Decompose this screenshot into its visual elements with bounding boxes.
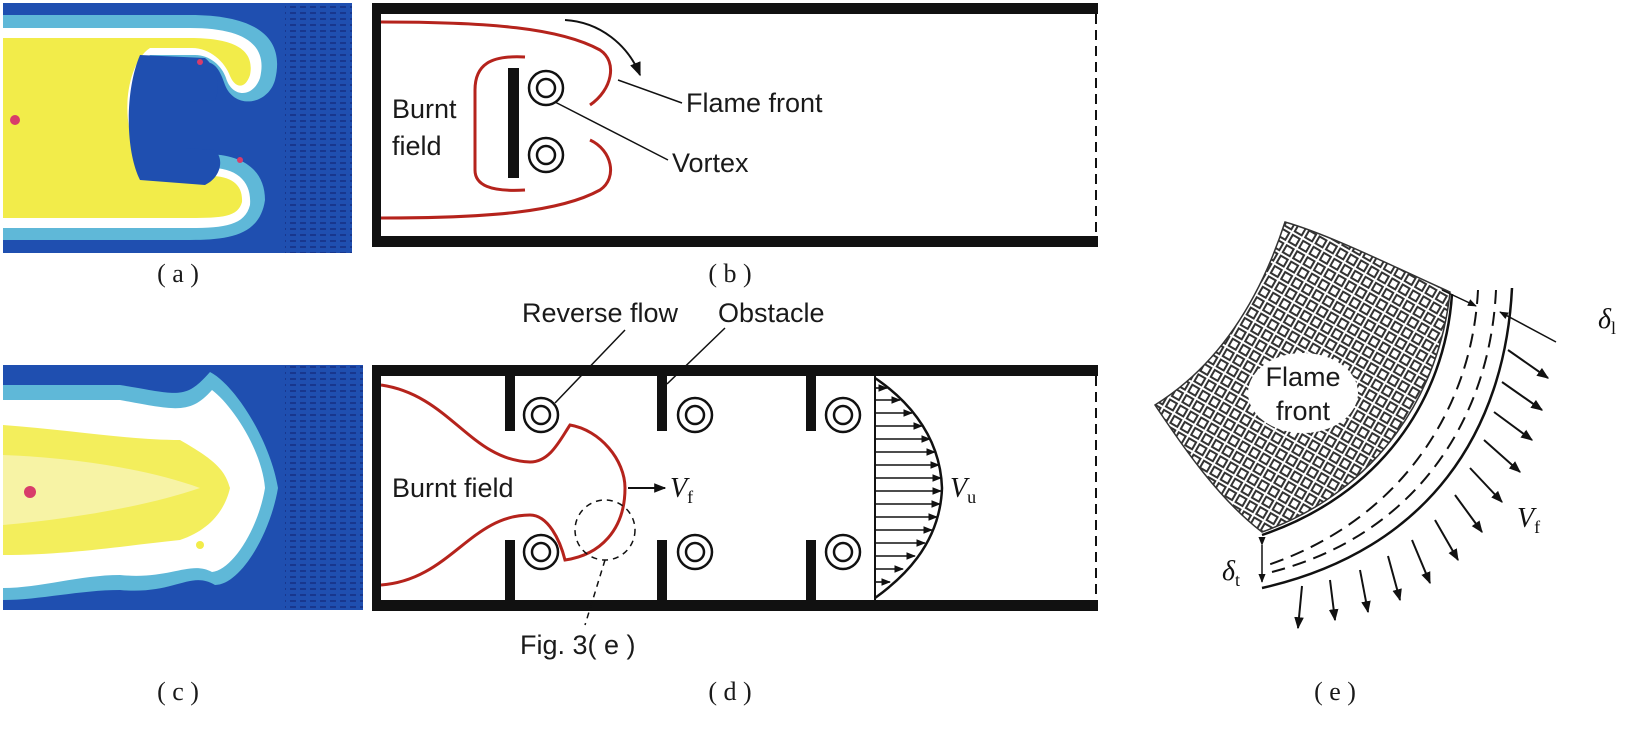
panel-d-obstacle-leader xyxy=(666,327,726,385)
panel-e-caption: ( e ) xyxy=(1314,677,1356,706)
panel-b-obstacle xyxy=(508,68,519,178)
panel-a-caption: ( a ) xyxy=(157,259,199,288)
panel-b-vortex-bottom xyxy=(527,136,565,174)
panel-e-delta-t-label: δt xyxy=(1222,556,1240,590)
panel-c-photo xyxy=(3,365,363,610)
panel-e-delta-t-symbol: δ xyxy=(1222,556,1236,587)
panel-d-detail-circle xyxy=(574,499,636,561)
panel-e-delta-t-subscript: t xyxy=(1235,570,1240,590)
panel-d-flame-front xyxy=(380,383,627,587)
panel-d-velocity-profile xyxy=(874,376,944,600)
panel-e-vf-label: Vf xyxy=(1517,503,1540,537)
panel-e-delta-l-label: δl xyxy=(1598,304,1616,338)
panel-d-obstacles xyxy=(505,376,816,600)
panel-b-flame-front-label: Flame front xyxy=(686,88,823,118)
panel-d-burnt-field-label: Burnt field xyxy=(392,473,514,503)
panel-d-vf-subscript: f xyxy=(687,487,693,507)
panel-e-flame-label-1: Flame xyxy=(1265,362,1340,392)
panel-e-label-backdrop xyxy=(1248,353,1358,433)
panel-e-delta-l-subscript: l xyxy=(1611,318,1616,338)
panel-d-vf-symbol: V xyxy=(670,473,690,504)
panel-b-vortex-top xyxy=(527,69,565,107)
panel-d-channel xyxy=(372,365,1098,611)
panel-d-reverse-flow-label: Reverse flow xyxy=(522,298,679,328)
panel-c-caption: ( c ) xyxy=(157,677,199,706)
panel-e-flame-label-2: front xyxy=(1276,396,1331,426)
panel-e-vf-symbol: V xyxy=(1517,503,1537,534)
panel-d-vortices xyxy=(522,396,862,571)
panel-d-vu-symbol: V xyxy=(950,473,970,504)
panel-d-vf-label: Vf xyxy=(670,473,693,507)
panel-b-caption: ( b ) xyxy=(708,259,751,288)
panel-b-burnt-label-2: field xyxy=(392,131,442,161)
panel-e-vf-arrows xyxy=(1294,349,1549,630)
panel-b-flow-arrow xyxy=(564,19,641,77)
panel-b-flame-front-leader xyxy=(617,79,683,104)
panel-d-vu-label: Vu xyxy=(950,473,976,507)
panel-e-vf-subscript: f xyxy=(1534,517,1540,537)
panel-b-vortex-leader xyxy=(554,101,669,161)
panel-d-detail-leader xyxy=(584,559,606,626)
panel-b-burnt-label-1: Burnt xyxy=(392,94,457,124)
panel-d-caption: ( d ) xyxy=(708,677,751,706)
panel-b-vortex-label: Vortex xyxy=(672,148,749,178)
panel-e-flame-layer xyxy=(1261,287,1514,590)
panel-b-channel xyxy=(372,3,1098,247)
panel-d-vu-subscript: u xyxy=(967,487,976,507)
panel-d-fig-ref-label: Fig. 3( e ) xyxy=(520,630,636,660)
panel-b-flame-front xyxy=(380,20,612,220)
panel-e-delta-l-symbol: δ xyxy=(1598,304,1612,335)
panel-e-delta-l-marker xyxy=(1441,289,1557,343)
panel-d-obstacle-label: Obstacle xyxy=(718,298,825,328)
panel-a-photo xyxy=(3,3,352,253)
panel-d-reverse-flow-leader xyxy=(554,329,626,404)
